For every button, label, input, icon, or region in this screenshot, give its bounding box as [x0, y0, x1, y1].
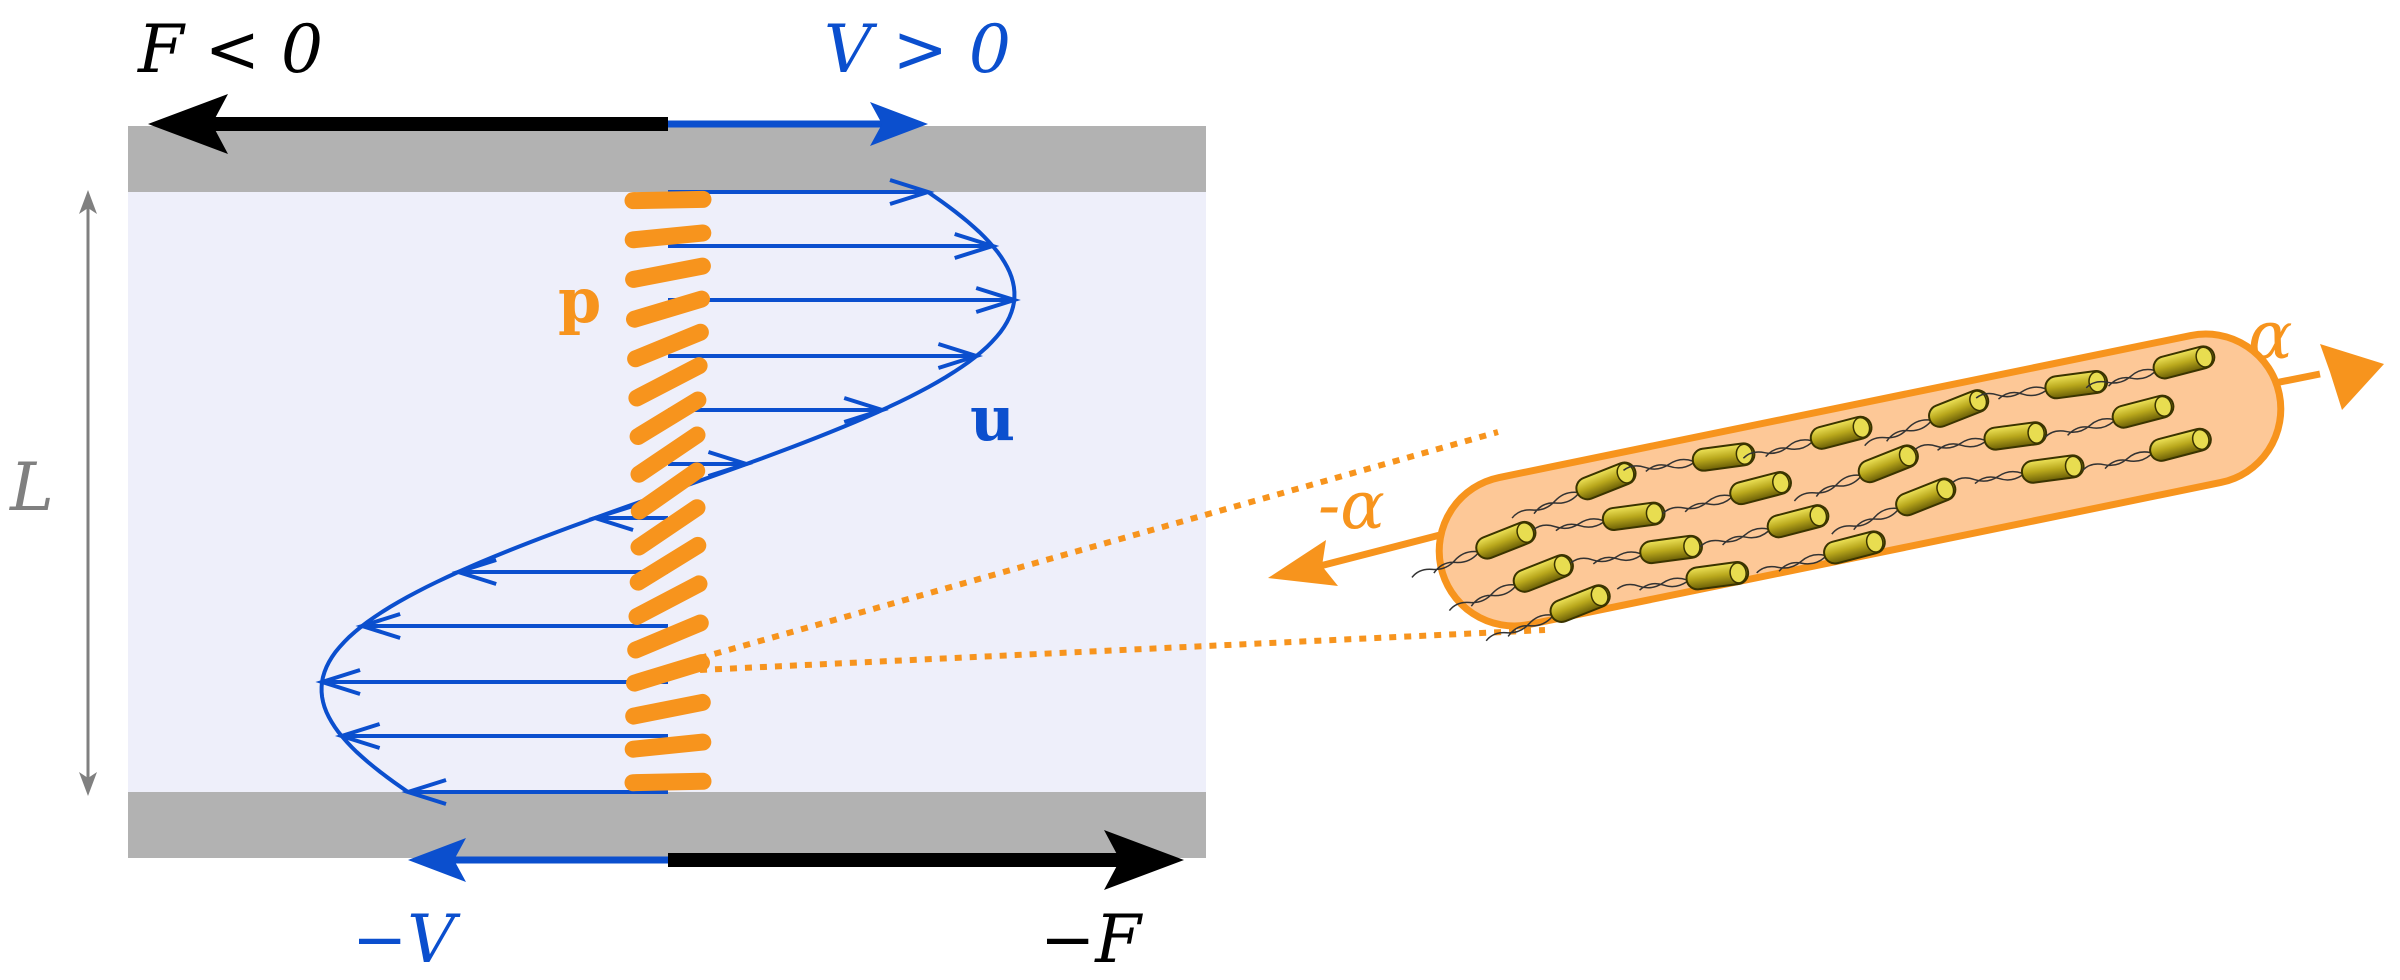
bacterium	[1742, 415, 1873, 459]
polarization-rod	[624, 190, 712, 210]
alpha-positive-label: α	[2248, 297, 2293, 374]
top-force-label: F < 0	[137, 11, 323, 88]
alpha-negative-label: -α	[1318, 467, 1385, 544]
top-force-arrow	[148, 94, 668, 154]
polarization-rod	[629, 536, 707, 591]
bacterium	[1793, 444, 1919, 502]
bacterium	[2082, 427, 2212, 471]
bottom-velocity-label: −V	[352, 901, 461, 978]
bacterium	[2044, 394, 2175, 438]
bacterium	[1623, 442, 1756, 473]
bacterium	[1952, 454, 2085, 485]
bottom-force-arrow	[668, 830, 1184, 890]
bacterium	[1662, 471, 1792, 515]
polarization-label: p	[558, 264, 601, 337]
velocity-profile-arrows	[315, 178, 1021, 806]
polarization-rod	[625, 693, 711, 725]
top-velocity-label: V > 0	[824, 11, 1011, 88]
polarization-rod	[627, 614, 709, 659]
bacterium	[1511, 461, 1637, 519]
bacterium	[2085, 345, 2216, 389]
bacterium	[1914, 421, 2048, 451]
zoom-lines	[699, 429, 1546, 673]
bacterium	[1831, 477, 1957, 535]
polarization-rod	[630, 499, 706, 556]
bacterium	[1756, 530, 1886, 574]
polarization-rod	[628, 575, 708, 625]
bottom-plate	[128, 792, 1206, 858]
polarization-rod	[630, 462, 706, 520]
polarization-rod	[624, 772, 712, 792]
bacterium	[1485, 584, 1611, 642]
bacterium	[1448, 554, 1574, 612]
bacterium	[1975, 369, 2109, 400]
gap-length-arrow	[79, 190, 97, 796]
bacterium	[1699, 504, 1830, 548]
top-velocity-arrow	[668, 102, 928, 146]
flow-velocity-label: u	[970, 382, 1015, 455]
bottom-velocity-arrow	[408, 838, 668, 882]
polarization-rod	[627, 323, 709, 368]
bacterium	[1616, 561, 1750, 591]
polarization-rod	[629, 391, 707, 445]
zoom-capsule	[1411, 330, 2285, 642]
bacterium	[1570, 534, 1703, 565]
polarization-rod	[626, 654, 710, 692]
polarization-rod	[628, 357, 708, 407]
polarization-rod	[625, 257, 711, 288]
bacterium	[1533, 501, 1666, 532]
polarization-rods	[624, 190, 712, 792]
bacteria-group	[1411, 345, 2216, 642]
polarization-rod	[624, 224, 712, 249]
polarization-rod	[630, 426, 706, 483]
gap-length-label: L	[9, 449, 54, 526]
polarization-rod	[624, 733, 712, 758]
top-plate	[128, 126, 1206, 192]
bacterium	[1864, 389, 1990, 447]
alpha-negative-arrow	[1268, 531, 1441, 586]
bottom-force-label: −F	[1040, 901, 1143, 978]
polarization-rod	[626, 290, 710, 328]
